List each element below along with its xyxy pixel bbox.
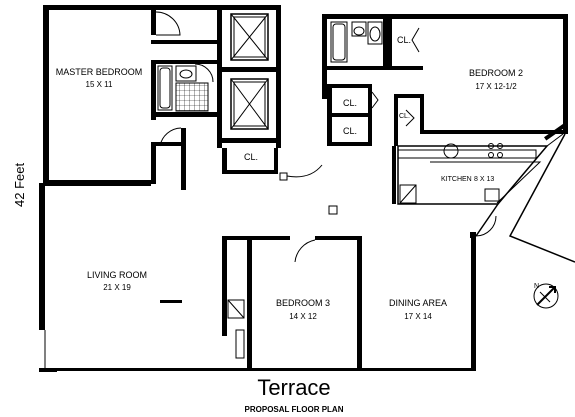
- outer-walls: [39, 5, 568, 372]
- master-bedroom-name: MASTER BEDROOM: [56, 67, 143, 77]
- dining-area-size: 17 X 14: [404, 312, 432, 321]
- dining-area-walls: [470, 133, 575, 263]
- closet-labels: CL. CL. CL. CL. CL.: [244, 35, 411, 162]
- living-room-name: LIVING ROOM: [87, 270, 147, 280]
- living-room-size: 21 X 19: [103, 283, 131, 292]
- north-label: N: [534, 283, 539, 290]
- north-arrow-icon: N: [533, 283, 559, 309]
- kitchen-size: 8 X 13: [474, 176, 494, 183]
- plan-caption: PROPOSAL FLOOR PLAN: [245, 405, 344, 414]
- center-closet: [222, 148, 338, 215]
- closet-label-lower: CL.: [343, 126, 357, 136]
- terrace-label: Terrace: [257, 375, 330, 400]
- master-bedroom-area: [68, 5, 217, 190]
- closet-label-upper: CL.: [343, 98, 357, 108]
- bedroom3-name: BEDROOM 3: [276, 298, 330, 308]
- bedroom2-size: 17 X 12-1/2: [475, 82, 517, 91]
- kitchen-area: [392, 122, 567, 205]
- bedroom3-walls: [160, 236, 362, 368]
- dining-area-name: DINING AREA: [389, 298, 447, 308]
- closet-label-center: CL.: [244, 152, 258, 162]
- kitchen-name: KITCHEN: [441, 176, 472, 183]
- master-bedroom-size: 15 X 11: [86, 80, 114, 89]
- dimension-label: 42 Feet: [12, 163, 27, 207]
- bedroom3-size: 14 X 12: [289, 312, 317, 321]
- room-labels: MASTER BEDROOM 15 X 11 BEDROOM 2 17 X 12…: [56, 67, 523, 321]
- bedroom2-bath-area: [327, 19, 568, 146]
- closet-label-bedroom2: CL.: [397, 35, 411, 45]
- elevator-core: [217, 5, 281, 148]
- closet-label-right: CL.: [399, 113, 410, 120]
- bedroom2-name: BEDROOM 2: [469, 68, 523, 78]
